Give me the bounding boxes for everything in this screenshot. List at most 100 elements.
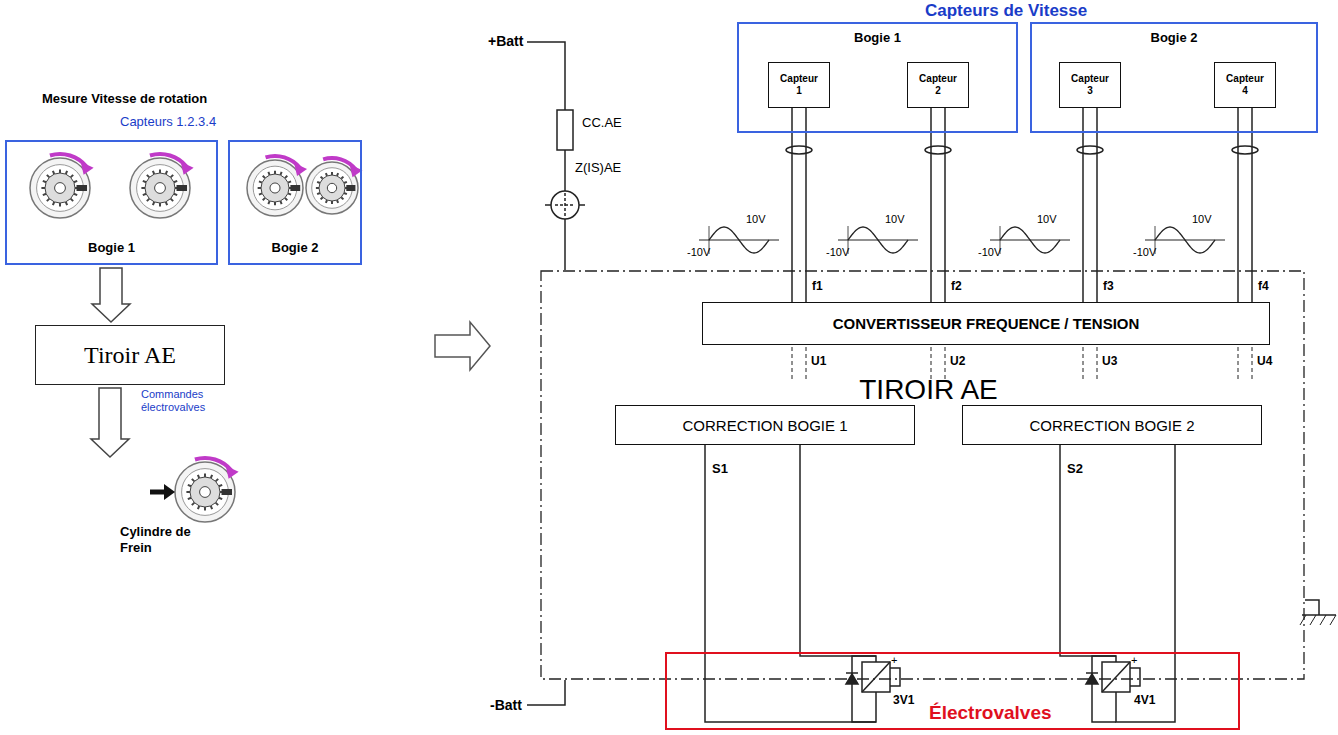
- correction-box: CORRECTION BOGIE 1: [615, 405, 915, 445]
- component-name: Z(IS)AE: [575, 161, 621, 176]
- valve-group: Électrovalves: [665, 652, 1240, 730]
- diode-symbol: [1092, 656, 1116, 722]
- node-text: TIROIR AE: [540, 374, 1317, 406]
- cable-shield: [786, 146, 812, 154]
- sensor-wire: [805, 108, 807, 302]
- fuse-symbol: [557, 110, 573, 150]
- heading: Capteurs 1.2.3.4: [120, 115, 216, 130]
- signal-waveform: [699, 226, 779, 254]
- connector-symbol: [551, 191, 579, 219]
- edge-label: S2: [1066, 462, 1084, 477]
- node-text: Capteur 3: [1068, 73, 1112, 97]
- polarity-mark: +: [891, 654, 897, 667]
- heading: Mesure Vitesse de rotation: [42, 92, 207, 107]
- wheel-icon: [130, 152, 194, 218]
- node-text: Capteur 1: [777, 73, 821, 97]
- connector-symbol: [555, 204, 575, 206]
- edge-label: S1: [711, 462, 729, 477]
- cable-shield: [1232, 146, 1258, 154]
- ground-symbol: [1302, 614, 1336, 616]
- connector-symbol: [545, 204, 551, 206]
- sensor-box: Capteur 3: [1059, 62, 1121, 108]
- signal-wire: [1237, 108, 1239, 302]
- flow-arrow: [92, 268, 130, 322]
- signal-waveform: [838, 226, 918, 254]
- node-text: Bogie 1: [88, 240, 135, 255]
- bogie-group: Bogie 2 Capteur 3 Capteur 4: [1030, 22, 1318, 133]
- signal-level: 10V: [885, 213, 905, 226]
- signal-name: U2: [950, 355, 965, 369]
- supply-wire: [527, 42, 565, 110]
- diode-symbol: [1086, 672, 1098, 674]
- coil-symbol: [862, 662, 890, 692]
- signal-waveform: [990, 226, 1070, 254]
- wheel-icon: [247, 154, 307, 216]
- connector-symbol: [579, 204, 585, 206]
- node-text: Bogie 1: [854, 30, 901, 45]
- flow-arrow: [91, 388, 129, 457]
- correction-box: CORRECTION BOGIE 2: [962, 405, 1262, 445]
- signal-waveform: [1145, 226, 1225, 254]
- sensor-wire: [944, 108, 946, 302]
- signal-level: 10V: [1192, 213, 1212, 226]
- bogie-group: Bogie 2: [228, 140, 362, 265]
- cable-shield: [1077, 146, 1103, 154]
- diode-symbol: [852, 656, 876, 722]
- signal-name: U3: [1102, 355, 1117, 369]
- bogie-group: Bogie 1 Capteur 1 Capteur 2: [737, 22, 1018, 133]
- heading: Capteurs de Vitesse: [925, 1, 1087, 21]
- sensor-box: Capteur 4: [1214, 62, 1276, 108]
- supply-name: +Batt: [488, 33, 523, 49]
- coil-symbol: [862, 662, 890, 692]
- signal-level: -10V: [1133, 246, 1156, 259]
- node-text: CORRECTION BOGIE 1: [682, 417, 847, 434]
- cable-shield: [925, 146, 951, 154]
- signal-level: -10V: [978, 246, 1001, 259]
- valve-name: 3V1: [893, 694, 914, 708]
- node-text: Cylindre de Frein: [120, 524, 192, 557]
- edge-label: f3: [1102, 280, 1115, 294]
- valve-name: 4V1: [1134, 694, 1155, 708]
- wheel-icon: [175, 456, 239, 522]
- node-text: Capteur 4: [1223, 73, 1267, 97]
- edge-label: f4: [1257, 280, 1270, 294]
- node-text: Capteur 2: [916, 73, 960, 97]
- signal-wire: [704, 445, 706, 652]
- signal-name: U1: [811, 355, 826, 369]
- edge-label: f2: [950, 280, 963, 294]
- node-text: Électrovalves: [929, 702, 1052, 724]
- signal-wire: [1082, 108, 1084, 302]
- coil-symbol: [1102, 662, 1130, 692]
- valve-wire: [705, 652, 876, 722]
- valve-bracket: [890, 668, 900, 686]
- node-text: Bogie 2: [1151, 30, 1198, 45]
- hollow-arrow: [435, 322, 490, 370]
- signal-wire: [930, 108, 932, 302]
- supply-wire: [564, 219, 566, 270]
- bogie-group: Bogie 1: [5, 140, 218, 265]
- control-unit: TIROIR AE CONVERTISSEUR FREQUENCE / TENSI…: [540, 270, 1317, 680]
- node-text: Tiroir AE: [84, 342, 176, 369]
- signal-level: -10V: [687, 246, 710, 259]
- signal-name: U4: [1257, 355, 1272, 369]
- brake-cylinder: Cylindre de Frein: [95, 460, 245, 560]
- supply-name: -Batt: [490, 697, 522, 713]
- valve-bracket: [1130, 668, 1140, 686]
- signal-level: 10V: [746, 213, 766, 226]
- signal-level: 10V: [1037, 213, 1057, 226]
- sensor-box: Capteur 1: [768, 62, 830, 108]
- edge-label: Commandes électrovalves: [140, 388, 220, 413]
- wheel-icon: [306, 156, 362, 214]
- wheel-icon: [30, 152, 94, 218]
- supply-wire: [564, 150, 566, 191]
- converter-box: CONVERTISSEUR FREQUENCE / TENSION: [702, 302, 1270, 345]
- signal-wire: [1059, 445, 1061, 652]
- signal-level: -10V: [826, 246, 849, 259]
- ground-symbol: [1305, 600, 1319, 615]
- valve-wire: [800, 445, 876, 662]
- edge-label: f1: [811, 280, 824, 294]
- polarity-mark: +: [1131, 654, 1137, 667]
- sensor-wire: [1251, 108, 1253, 302]
- coil-symbol: [1102, 662, 1130, 692]
- node-text: Bogie 2: [272, 240, 319, 255]
